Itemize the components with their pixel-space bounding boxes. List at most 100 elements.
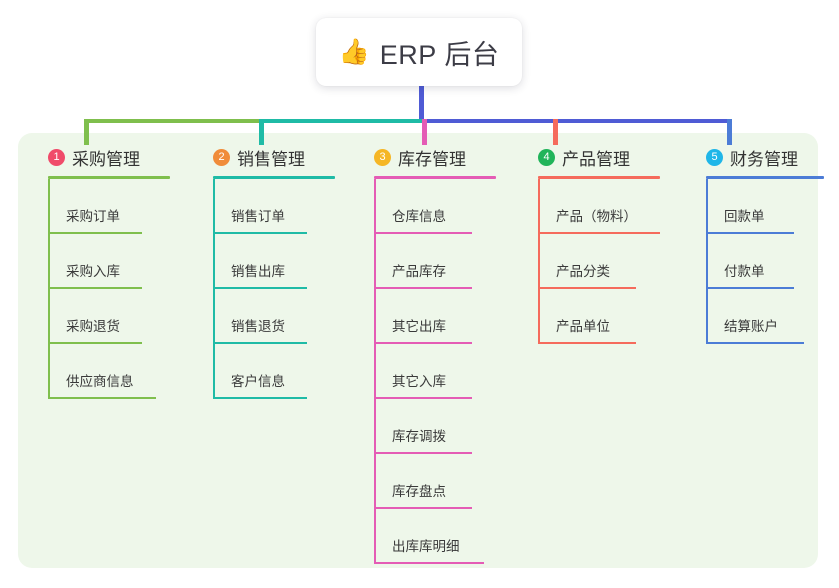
leaf-underline bbox=[374, 507, 472, 509]
branch-header-3[interactable]: 3 库存管理 bbox=[358, 144, 510, 170]
leaf-node[interactable]: 出库库明细 bbox=[358, 509, 510, 564]
branch-underline-3 bbox=[374, 176, 496, 179]
branch-badge-3: 3 bbox=[374, 148, 391, 166]
leaf-node[interactable]: 库存调拨 bbox=[358, 399, 510, 454]
diagram-panel bbox=[18, 133, 818, 568]
branch-badge-4: 4 bbox=[538, 148, 555, 166]
leaf-node[interactable]: 库存盘点 bbox=[358, 454, 510, 509]
leaf-label: 采购入库 bbox=[66, 264, 120, 279]
leaf-label: 其它入库 bbox=[392, 374, 446, 389]
branch-column-1: 1 采购管理采购订单采购入库采购退货供应商信息 bbox=[32, 144, 182, 399]
leaf-node[interactable]: 销售出库 bbox=[197, 234, 347, 289]
leaf-underline bbox=[374, 232, 472, 234]
leaf-underline bbox=[374, 562, 484, 564]
branch-column-5: 5 财务管理回款单付款单结算账户 bbox=[690, 144, 824, 344]
leaf-list-2: 销售订单销售出库销售退货客户信息 bbox=[197, 179, 347, 399]
leaf-node[interactable]: 产品库存 bbox=[358, 234, 510, 289]
leaf-label: 销售出库 bbox=[231, 264, 285, 279]
branch-title-5: 财务管理 bbox=[730, 149, 798, 169]
branch-header-5[interactable]: 5 财务管理 bbox=[690, 144, 820, 170]
branch-title-3: 库存管理 bbox=[398, 149, 466, 169]
root-node-title: ERP 后台 bbox=[379, 39, 500, 70]
leaf-label: 采购退货 bbox=[66, 319, 120, 334]
leaf-node[interactable]: 仓库信息 bbox=[358, 179, 510, 234]
leaf-label: 客户信息 bbox=[231, 374, 285, 389]
leaf-spine-4 bbox=[538, 179, 540, 344]
branch-badge-1: 1 bbox=[48, 148, 65, 166]
leaf-label: 库存盘点 bbox=[392, 484, 446, 499]
leaf-label: 库存调拨 bbox=[392, 429, 446, 444]
leaf-node[interactable]: 客户信息 bbox=[197, 344, 347, 399]
branch-underline-4 bbox=[538, 176, 660, 179]
branch-underline-5 bbox=[706, 176, 824, 179]
leaf-node[interactable]: 产品（物料） bbox=[522, 179, 687, 234]
leaf-node[interactable]: 采购入库 bbox=[32, 234, 182, 289]
drop-line-col3 bbox=[422, 119, 427, 145]
branch-title-2: 销售管理 bbox=[237, 149, 305, 169]
leaf-node[interactable]: 销售退货 bbox=[197, 289, 347, 344]
branch-column-3: 3 库存管理仓库信息产品库存其它出库其它入库库存调拨库存盘点出库库明细 bbox=[358, 144, 510, 564]
leaf-node[interactable]: 回款单 bbox=[690, 179, 820, 234]
leaf-list-5: 回款单付款单结算账户 bbox=[690, 179, 820, 344]
leaf-underline bbox=[374, 452, 472, 454]
branch-title-4: 产品管理 bbox=[562, 149, 630, 169]
leaf-node[interactable]: 采购订单 bbox=[32, 179, 182, 234]
leaf-label: 采购订单 bbox=[66, 209, 120, 224]
branch-header-4[interactable]: 4 产品管理 bbox=[522, 144, 687, 170]
leaf-node[interactable]: 供应商信息 bbox=[32, 344, 182, 399]
leaf-node[interactable]: 结算账户 bbox=[690, 289, 820, 344]
leaf-underline bbox=[48, 287, 142, 289]
branch-title-1: 采购管理 bbox=[72, 149, 140, 169]
leaf-label: 产品分类 bbox=[556, 264, 610, 279]
bus-segment-col1 bbox=[84, 119, 259, 123]
leaf-label: 销售订单 bbox=[231, 209, 285, 224]
leaf-underline bbox=[213, 287, 307, 289]
leaf-label: 产品库存 bbox=[392, 264, 446, 279]
leaf-list-3: 仓库信息产品库存其它出库其它入库库存调拨库存盘点出库库明细 bbox=[358, 179, 510, 564]
leaf-underline bbox=[706, 342, 804, 344]
leaf-node[interactable]: 付款单 bbox=[690, 234, 820, 289]
leaf-spine-1 bbox=[48, 179, 50, 399]
leaf-label: 其它出库 bbox=[392, 319, 446, 334]
leaf-spine-2 bbox=[213, 179, 215, 399]
leaf-node[interactable]: 采购退货 bbox=[32, 289, 182, 344]
leaf-label: 销售退货 bbox=[231, 319, 285, 334]
branch-underline-2 bbox=[213, 176, 335, 179]
leaf-node[interactable]: 其它出库 bbox=[358, 289, 510, 344]
leaf-label: 回款单 bbox=[724, 209, 765, 224]
branch-header-1[interactable]: 1 采购管理 bbox=[32, 144, 182, 170]
leaf-underline bbox=[374, 397, 472, 399]
bus-segment-col3-col5 bbox=[422, 119, 728, 123]
root-stem-line bbox=[419, 86, 424, 123]
leaf-underline bbox=[538, 232, 660, 234]
branch-column-4: 4 产品管理产品（物料） 产品分类产品单位 bbox=[522, 144, 687, 344]
leaf-underline bbox=[48, 397, 156, 399]
leaf-underline bbox=[213, 397, 307, 399]
leaf-underline bbox=[213, 342, 307, 344]
leaf-underline bbox=[706, 232, 794, 234]
leaf-label: 出库库明细 bbox=[392, 539, 460, 554]
leaf-underline bbox=[706, 287, 794, 289]
leaf-node[interactable]: 销售订单 bbox=[197, 179, 347, 234]
leaf-underline bbox=[48, 232, 142, 234]
root-node-card[interactable]: 👍 ERP 后台 bbox=[316, 18, 522, 86]
leaf-label: 付款单 bbox=[724, 264, 765, 279]
branch-underline-1 bbox=[48, 176, 170, 179]
drop-line-col2 bbox=[259, 119, 264, 145]
leaf-label: 供应商信息 bbox=[66, 374, 134, 389]
leaf-node[interactable]: 产品单位 bbox=[522, 289, 687, 344]
leaf-spine-3 bbox=[374, 179, 376, 564]
leaf-label: 产品单位 bbox=[556, 319, 610, 334]
leaf-underline bbox=[538, 342, 636, 344]
drop-line-col1 bbox=[84, 119, 89, 145]
leaf-underline bbox=[374, 342, 472, 344]
branch-badge-5: 5 bbox=[706, 148, 723, 166]
leaf-list-1: 采购订单采购入库采购退货供应商信息 bbox=[32, 179, 182, 399]
leaf-node[interactable]: 其它入库 bbox=[358, 344, 510, 399]
leaf-label: 仓库信息 bbox=[392, 209, 446, 224]
leaf-node[interactable]: 产品分类 bbox=[522, 234, 687, 289]
thumbs-up-icon: 👍 bbox=[338, 37, 370, 66]
